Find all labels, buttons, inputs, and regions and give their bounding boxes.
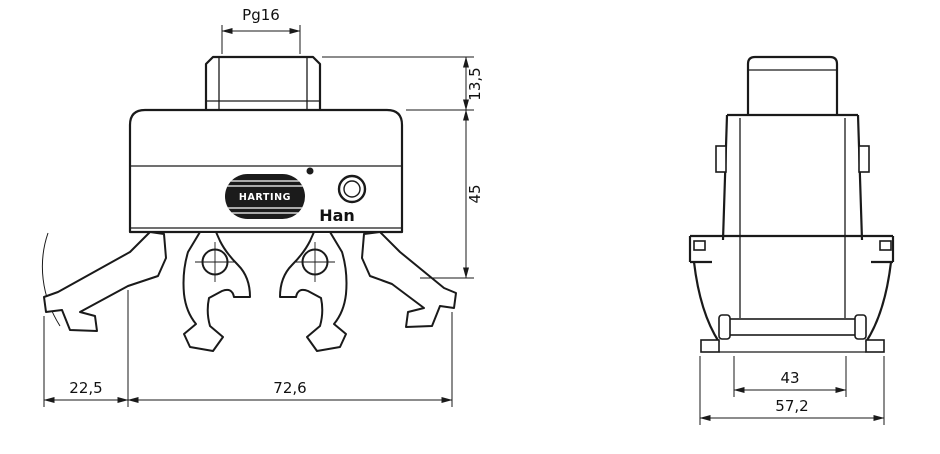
- cable-entry-stub: [204, 55, 322, 110]
- round-button-detail: [337, 174, 367, 204]
- side-hood-outline: [721, 113, 864, 241]
- side-foot-right: [865, 339, 885, 353]
- side-pivot-boss-right: [879, 240, 892, 251]
- side-guide-rib-left: [715, 145, 727, 173]
- stub-thread-detail: [206, 57, 320, 110]
- dim-bottom-front-extension-lines: [43, 290, 453, 407]
- pivot-right-crosshair-icon: [295, 242, 335, 282]
- dim-hood-width-label: 72,6: [273, 379, 306, 397]
- locking-levers: [41, 231, 457, 352]
- dim-body-height-label: 45: [466, 184, 484, 203]
- side-skirt: [692, 261, 893, 353]
- dim-pg16-label: Pg16: [242, 6, 280, 24]
- front-view: HARTING Han: [41, 6, 484, 407]
- logo-registered-dot: [306, 167, 314, 175]
- side-hood-body: [715, 113, 870, 318]
- side-skirt-curves: [692, 261, 893, 343]
- hood-band-lines: [130, 165, 402, 229]
- lever-phantom-curve: [41, 232, 61, 327]
- side-flange-outline: [688, 234, 895, 264]
- side-cable-entry-stub: [746, 55, 839, 115]
- side-rail-cap-left: [718, 314, 731, 340]
- dim-flange-width-extension-lines: [699, 356, 885, 425]
- side-flange: [688, 234, 895, 264]
- dim-pg16: Pg16: [221, 6, 301, 54]
- pivot-right: [295, 242, 335, 282]
- button-outer-circle: [337, 174, 367, 204]
- logo-stripes: [225, 180, 305, 214]
- dim-clamp-width-label: 43: [780, 369, 799, 387]
- lever-arm-left: [43, 231, 167, 332]
- lever-arm-right: [361, 231, 457, 328]
- button-inner-circle: [343, 180, 361, 198]
- dim-flange-width: 57,2: [699, 356, 885, 425]
- pivot-left-crosshair-icon: [195, 242, 235, 282]
- pivot-left: [195, 242, 235, 282]
- dim-bottom-front: 22,5 72,6: [43, 290, 453, 407]
- side-clamp-rail: [723, 318, 862, 336]
- series-label: Han: [319, 206, 355, 225]
- dim-clamp-width: 43: [733, 356, 847, 397]
- dim-entry-height-extension-lines: [322, 56, 474, 111]
- side-view: 43 57,2: [688, 55, 895, 425]
- side-guide-rib-right: [858, 145, 870, 173]
- side-hood-inner-walls: [739, 118, 846, 318]
- side-foot-left: [700, 339, 720, 353]
- dim-entry-height-label: 13,5: [466, 67, 484, 100]
- dim-lever-offset-label: 22,5: [69, 379, 102, 397]
- brand-label: HARTING: [239, 192, 291, 203]
- side-rail-cap-right: [854, 314, 867, 340]
- dim-pg16-extension-lines: [221, 25, 301, 54]
- dim-flange-width-label: 57,2: [775, 397, 808, 415]
- harting-logo: HARTING: [225, 167, 314, 219]
- side-pivot-boss-left: [693, 240, 706, 251]
- stub-outline: [204, 55, 322, 110]
- dim-entry-height: 13,5: [322, 56, 484, 111]
- side-stub-outline: [746, 55, 839, 115]
- dim-body-height: 45: [420, 109, 484, 279]
- hood-body-outline: [128, 108, 404, 234]
